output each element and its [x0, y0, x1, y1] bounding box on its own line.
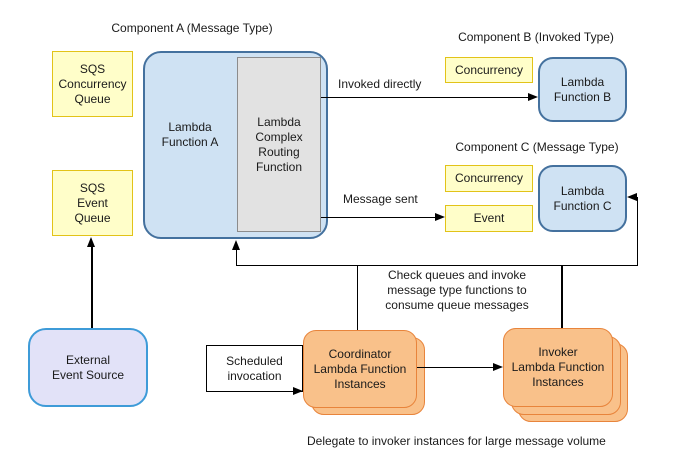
message-sent-label: Message sent: [343, 192, 418, 206]
external-event-source-box: External Event Source: [28, 328, 148, 407]
sqs-event-queue-box: SQS Event Queue: [52, 170, 133, 236]
message-sent-arrowhead-icon: [435, 212, 445, 221]
invoked-directly-label: Invoked directly: [338, 77, 422, 91]
coordinator-to-invoker-arrowhead-icon: [493, 362, 503, 371]
invoker-instances-box: Invoker Lambda Function Instances: [503, 328, 613, 407]
lambda-c-arrowhead-icon: [627, 192, 637, 201]
delegate-caption: Delegate to invoker instances for large …: [307, 434, 606, 448]
concurrency-b-box: Concurrency: [445, 57, 533, 83]
external-to-event-queue-line: [91, 245, 93, 328]
connector-up-to-component-a-line: [235, 249, 237, 266]
coordinator-to-invoker-line: [417, 366, 493, 368]
coordinator-vertical-line: [356, 265, 358, 330]
connector-horizontal-line: [235, 264, 638, 266]
external-to-event-queue-arrowhead-icon: [87, 237, 95, 247]
invoked-directly-line: [321, 96, 528, 98]
scheduled-invocation-arrowhead-icon: [293, 386, 303, 395]
invoked-directly-arrowhead-icon: [528, 92, 538, 101]
concurrency-c-box: Concurrency: [445, 165, 533, 192]
message-sent-line: [321, 216, 435, 218]
component-a-title: Component A (Message Type): [111, 21, 273, 35]
check-queues-note: Check queues and invoke message type fun…: [385, 268, 529, 312]
component-a-arrowhead-icon: [231, 240, 240, 250]
lambda-function-a-label: Lambda Function A: [161, 120, 219, 149]
lambda-function-b-box: Lambda Function B: [538, 57, 627, 122]
component-c-title: Component C (Message Type): [455, 140, 619, 154]
sqs-concurrency-queue-box: SQS Concurrency Queue: [52, 51, 133, 117]
invoker-vertical-line: [561, 265, 563, 328]
scheduled-invocation-box: Scheduled invocation: [206, 345, 303, 392]
connector-right-vertical-line: [636, 197, 638, 266]
component-b-title: Component B (Invoked Type): [458, 30, 614, 44]
lambda-function-c-box: Lambda Function C: [538, 165, 627, 232]
routing-function-box: Lambda Complex Routing Function: [237, 57, 321, 232]
event-box: Event: [445, 205, 533, 232]
coordinator-instances-box: Coordinator Lambda Function Instances: [303, 330, 417, 408]
